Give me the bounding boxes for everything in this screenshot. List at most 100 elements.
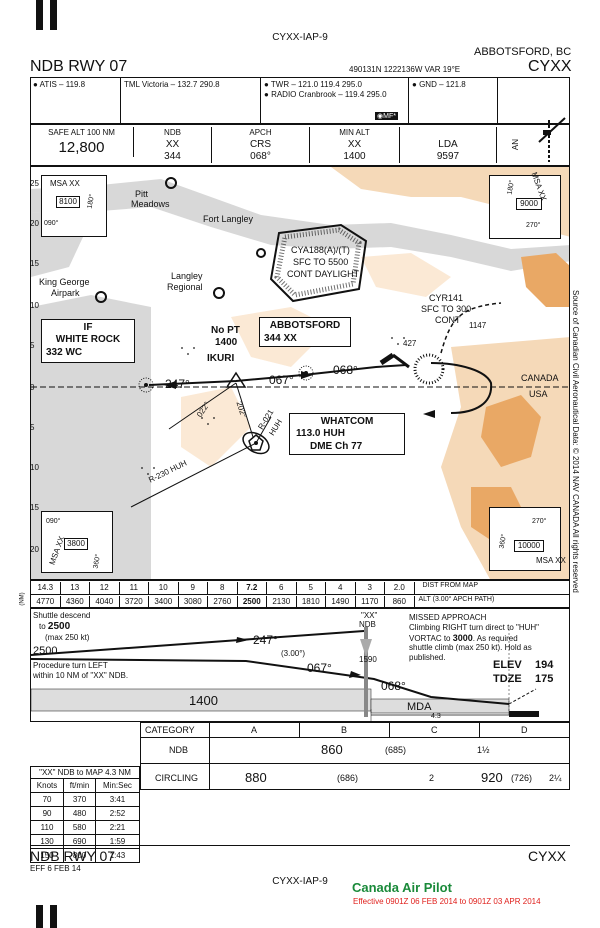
msa-sw-alt: 3800: [64, 538, 88, 550]
pitt-meadows-airport: [165, 177, 177, 189]
alt-cell: 2760: [208, 596, 238, 608]
missed-text-4: . As required: [472, 634, 518, 643]
profile-course-067: 067°: [307, 661, 332, 675]
langley-label: Langley: [171, 271, 203, 281]
circling-mda: 880: [245, 770, 267, 785]
msa-ne-alt: 9000: [516, 198, 542, 210]
cya188-zone: [269, 223, 368, 303]
msa-se-box: 270° 10000 360° MSA XX: [489, 507, 566, 571]
plan-view: 25 20 15 10 5 0 5 10 15 20 Pitt Meadows …: [30, 166, 570, 580]
ndb-wc-symbol: [138, 377, 154, 393]
regional-label: Regional: [167, 282, 203, 292]
nm-label: (NM): [19, 592, 26, 606]
cya-label-1: CYA188(A)/(T): [291, 245, 350, 255]
timing-cell: 150: [29, 848, 65, 863]
publisher-brand: Canada Air Pilot: [352, 880, 452, 895]
cyr141-zone: [413, 353, 445, 385]
whatcom-name: WHATCOM: [320, 416, 374, 427]
punch-mark: [36, 905, 43, 928]
alt-cell: 3080: [179, 596, 208, 608]
radio-freq: RADIO Cranbrook – 119.4 295.0: [271, 90, 387, 99]
dist-cell: 4: [326, 582, 356, 594]
timing-cell: 690: [63, 834, 96, 849]
fort-langley-label: Fort Langley: [203, 214, 254, 224]
white-rock-name: WHITE ROCK: [55, 334, 121, 345]
briefing-strip: [30, 124, 570, 166]
cya-label-3: CONT DAYLIGHT: [287, 269, 360, 279]
circling-label: CIRCLING: [155, 773, 199, 783]
no-pt-label: No PT: [211, 325, 240, 336]
langley-airport: [213, 287, 225, 299]
elev-value: 194: [535, 659, 554, 671]
msa-se-r2: 360°: [498, 533, 508, 550]
tdze-label: TDZE: [493, 673, 522, 685]
category-label: CATEGORY: [145, 725, 195, 735]
r230-radial: [130, 442, 257, 508]
airport-coords: 490131N 1222136W VAR 19°E: [349, 65, 461, 74]
dist-cell: 8: [208, 582, 238, 594]
data-source-note: Source of Canadian Civil Aeronautical Da…: [571, 290, 580, 593]
missed-text-2: Climbing RIGHT turn direct to "HUH": [409, 623, 540, 632]
circling-vis: 2: [429, 773, 435, 783]
ground-freq: GND – 121.8: [419, 80, 466, 89]
min-alt-label: MIN ALT: [339, 128, 370, 137]
chart-id-bottom: CYXX-IAP-9: [272, 876, 328, 887]
alt-cell: 3720: [120, 596, 149, 608]
alt-cell: 2130: [267, 596, 297, 608]
king-george-label: King George: [39, 277, 90, 287]
cyr-label-2: SFC TO 300: [421, 304, 472, 314]
whatcom-dme: DME Ch 77: [310, 441, 363, 452]
alt-cell: 3400: [149, 596, 179, 608]
airpark-label: Airpark: [51, 288, 80, 298]
runway-symbol: [379, 352, 395, 366]
timing-cell: 800: [63, 848, 96, 863]
dist-label: DIST FROM MAP: [422, 582, 478, 589]
missed-text-3: VORTAC to: [409, 634, 453, 643]
alt-label: ALT (3.00° APCH PATH): [418, 596, 495, 603]
course-247: 247°: [165, 377, 190, 391]
apch-course: 068°: [250, 151, 271, 162]
lat-tick: 0: [30, 383, 35, 392]
msa-se-alt: 10000: [514, 540, 544, 552]
profile-ndb-label: NDB: [359, 620, 376, 629]
elev-label: ELEV: [493, 659, 522, 671]
white-rock-ndb-box: IF WHITE ROCK 332 WC: [41, 319, 135, 363]
shuttle-text-3: (max 250 kt): [45, 633, 90, 642]
king-george-airport: [95, 291, 107, 303]
shuttle-alt: 2500: [47, 621, 71, 632]
dist-cell: 9: [179, 582, 208, 594]
timing-cell: 1:43: [94, 848, 141, 863]
ndb-visibility: 1½: [477, 745, 490, 755]
profile-alt-2500: 2500: [33, 645, 58, 657]
timing-cell: 3:41: [94, 792, 141, 807]
profile-alt-1400: 1400: [189, 693, 218, 708]
shuttle-text-1: Shuttle descend: [33, 611, 91, 620]
msa-nw-box: MSA XX 8100 090° 180°: [41, 175, 107, 237]
msa-ne-box: MSA XX 9000 180° 270°: [489, 171, 561, 239]
airport-sketch: [538, 117, 566, 162]
pt-text-1: Procedure turn LEFT: [33, 661, 108, 670]
mf-badge: ◉MF*: [375, 112, 398, 120]
dist-4-3: 4.3: [431, 713, 441, 720]
ndb-haa: (685): [385, 745, 407, 755]
atis-freq: ATIS – 119.8: [39, 80, 86, 89]
timing-cell: 130: [29, 834, 65, 849]
r021-radial: [255, 416, 272, 444]
dist-cell: 6: [267, 582, 297, 594]
lat-tick: 25: [30, 179, 39, 188]
ndb-xx-symbol: [298, 365, 314, 381]
ndb-ident: XX: [165, 139, 180, 150]
safe-alt-value: 12,800: [58, 139, 105, 156]
dist-cell: 13: [61, 582, 90, 594]
footer-effective-short: EFF 6 FEB 14: [30, 864, 81, 873]
pitt-label: Pitt: [135, 189, 149, 199]
alt-cell: 4770: [31, 596, 61, 608]
msa-se-r1: 270°: [532, 518, 547, 525]
dist-cell: 3: [356, 582, 385, 594]
circling-d-vis: 2¼: [549, 773, 562, 783]
course-067: 067°: [269, 373, 294, 387]
